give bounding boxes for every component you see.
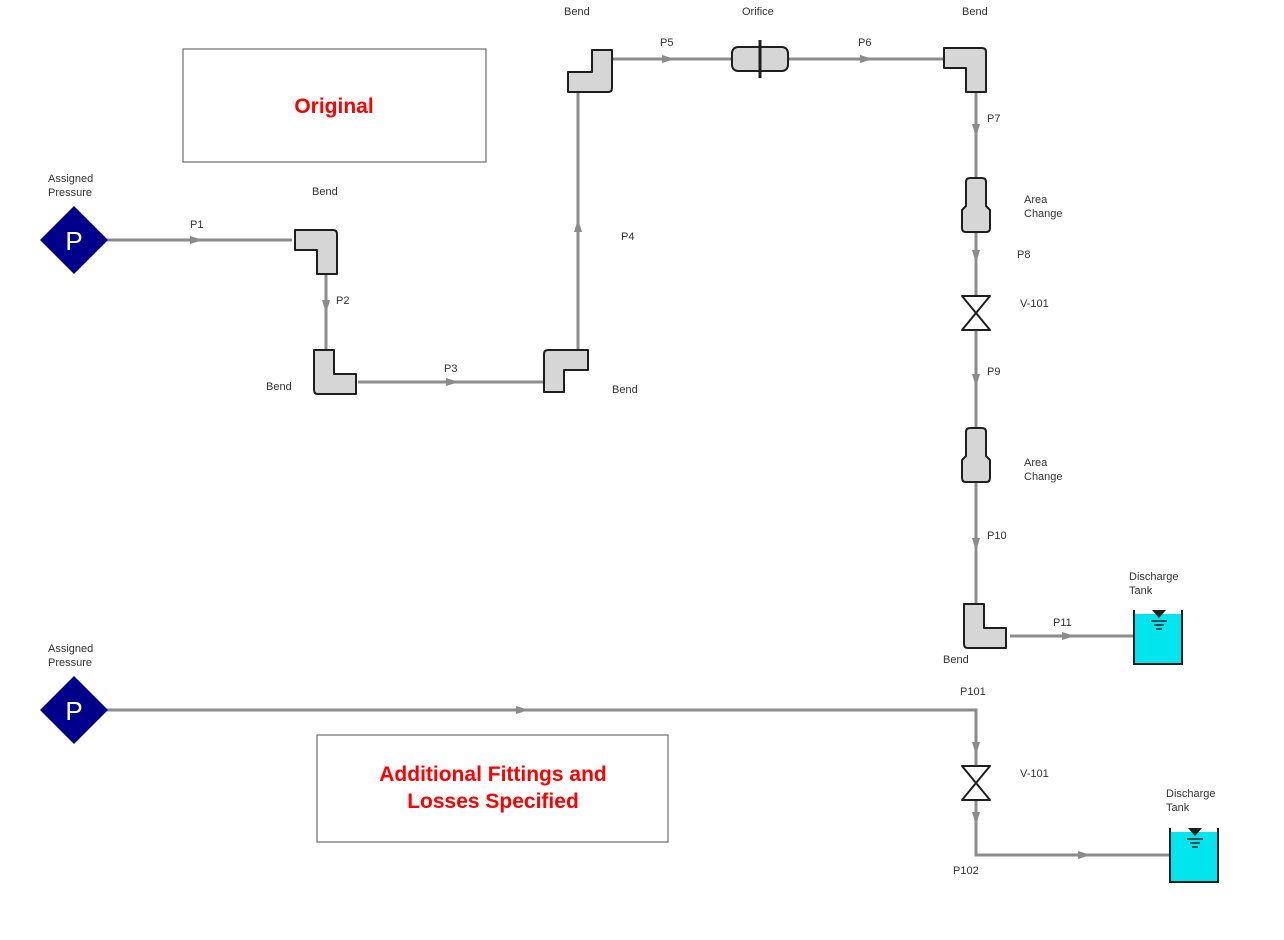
junction-label: Assigned	[48, 173, 93, 185]
bend-junction-6[interactable]: Bend	[943, 603, 1007, 666]
elbow-bend-icon	[313, 349, 357, 395]
junction-label: Bend	[266, 381, 292, 393]
title-box-additional[interactable]: Additional Fittings and Losses Specified	[316, 734, 669, 843]
elbow-bend-icon	[943, 47, 987, 93]
junction-label: Bend	[312, 186, 338, 198]
title-additional-line2: Losses Specified	[407, 790, 579, 813]
pipe-network	[106, 55, 1170, 859]
flow-arrow-icon	[574, 219, 582, 232]
pipe-label-p9: P9	[987, 366, 1000, 378]
pressure-diamond-icon	[40, 206, 108, 274]
pipe-label-p5: P5	[660, 37, 673, 49]
flow-arrow-icon	[446, 378, 459, 386]
pipe-label-p2: P2	[336, 295, 349, 307]
area-change-junction-2[interactable]: Area Change	[961, 427, 1063, 483]
pipe-label-p10: P10	[987, 530, 1007, 542]
flow-arrow-icon	[972, 374, 980, 387]
pipe-label-p4: P4	[621, 231, 634, 243]
junction-label: Area	[1024, 194, 1048, 206]
junction-label: Discharge	[1166, 788, 1216, 800]
flow-arrow-icon	[972, 742, 980, 755]
junction-label: Tank	[1166, 802, 1190, 814]
valve-icon	[961, 765, 991, 801]
junction-label: Bend	[962, 6, 988, 18]
bend-junction-1[interactable]: Bend	[294, 186, 338, 275]
junction-label: V-101	[1020, 298, 1049, 310]
flow-arrow-icon	[1062, 632, 1075, 640]
junction-label: Tank	[1129, 585, 1153, 597]
assigned-pressure-junction-1[interactable]: P Assigned Pressure	[40, 173, 108, 274]
junction-label: Assigned	[48, 643, 93, 655]
junction-label: Change	[1024, 471, 1063, 483]
junction-label: Area	[1024, 457, 1048, 469]
flow-arrow-icon	[972, 250, 980, 263]
title-additional-line1: Additional Fittings and	[379, 763, 606, 786]
pipe-label-p7: P7	[987, 113, 1000, 125]
flow-arrow-icon	[662, 55, 675, 63]
bend-junction-4[interactable]: Bend	[564, 6, 613, 93]
discharge-tank-junction-1[interactable]: Discharge Tank	[1129, 571, 1183, 665]
title-box-original[interactable]: Original	[182, 48, 487, 163]
flow-arrow-icon	[972, 124, 980, 137]
pressure-diamond-icon	[40, 676, 108, 744]
orifice-icon	[731, 40, 789, 78]
elbow-bend-icon	[963, 603, 1007, 649]
area-change-icon	[961, 427, 991, 483]
junction-label: Bend	[564, 6, 590, 18]
flow-arrow-icon	[190, 236, 203, 244]
flow-arrow-icon	[516, 706, 529, 714]
orifice-junction[interactable]: Orifice	[731, 6, 789, 78]
valve-junction-1[interactable]: V-101	[961, 295, 1049, 331]
pipe-labels: P1 P2 P3 P4 P5 P6 P7 P8 P9 P10 P11 P101 …	[190, 37, 1072, 877]
elbow-bend-icon	[543, 349, 589, 393]
bend-junction-5[interactable]: Bend	[943, 6, 988, 93]
junction-label: Change	[1024, 208, 1063, 220]
junction-label: Bend	[943, 654, 969, 666]
valve-junction-2[interactable]: V-101	[961, 765, 1049, 801]
discharge-tank-junction-2[interactable]: Discharge Tank	[1166, 788, 1219, 883]
junction-label: Discharge	[1129, 571, 1179, 583]
elbow-bend-icon	[294, 229, 338, 275]
junction-label: V-101	[1020, 768, 1049, 780]
pipe-label-p3: P3	[444, 363, 457, 375]
area-change-icon	[961, 177, 991, 233]
elbow-bend-icon	[567, 49, 613, 93]
pressure-symbol: P	[65, 696, 82, 726]
pipe-label-p8: P8	[1017, 249, 1030, 261]
pipe-label-p1: P1	[190, 219, 203, 231]
flow-arrow-icon	[972, 538, 980, 551]
pressure-symbol: P	[65, 226, 82, 256]
tank-icon	[1169, 828, 1219, 883]
assigned-pressure-junction-2[interactable]: P Assigned Pressure	[40, 643, 108, 744]
flow-arrow-icon	[860, 55, 873, 63]
pipe-p102[interactable]	[974, 798, 1170, 857]
pipe-label-p6: P6	[858, 37, 871, 49]
pipe-label-p11: P11	[1053, 617, 1072, 629]
tank-icon	[1133, 610, 1183, 665]
junction-label: Pressure	[48, 187, 92, 199]
valve-icon	[961, 295, 991, 331]
bend-junction-2[interactable]: Bend	[266, 349, 357, 395]
junction-label: Pressure	[48, 657, 92, 669]
pipe-label-p102: P102	[953, 865, 979, 877]
flow-arrow-icon	[1078, 851, 1091, 859]
area-change-junction-1[interactable]: Area Change	[961, 177, 1063, 233]
flow-arrow-icon	[322, 300, 330, 313]
pipe-label-p101: P101	[960, 686, 986, 698]
junction-label: Orifice	[742, 6, 774, 18]
flow-arrow-icon	[972, 812, 980, 825]
bend-junction-3[interactable]: Bend	[543, 349, 638, 396]
junction-label: Bend	[612, 384, 638, 396]
title-original: Original	[294, 95, 373, 118]
